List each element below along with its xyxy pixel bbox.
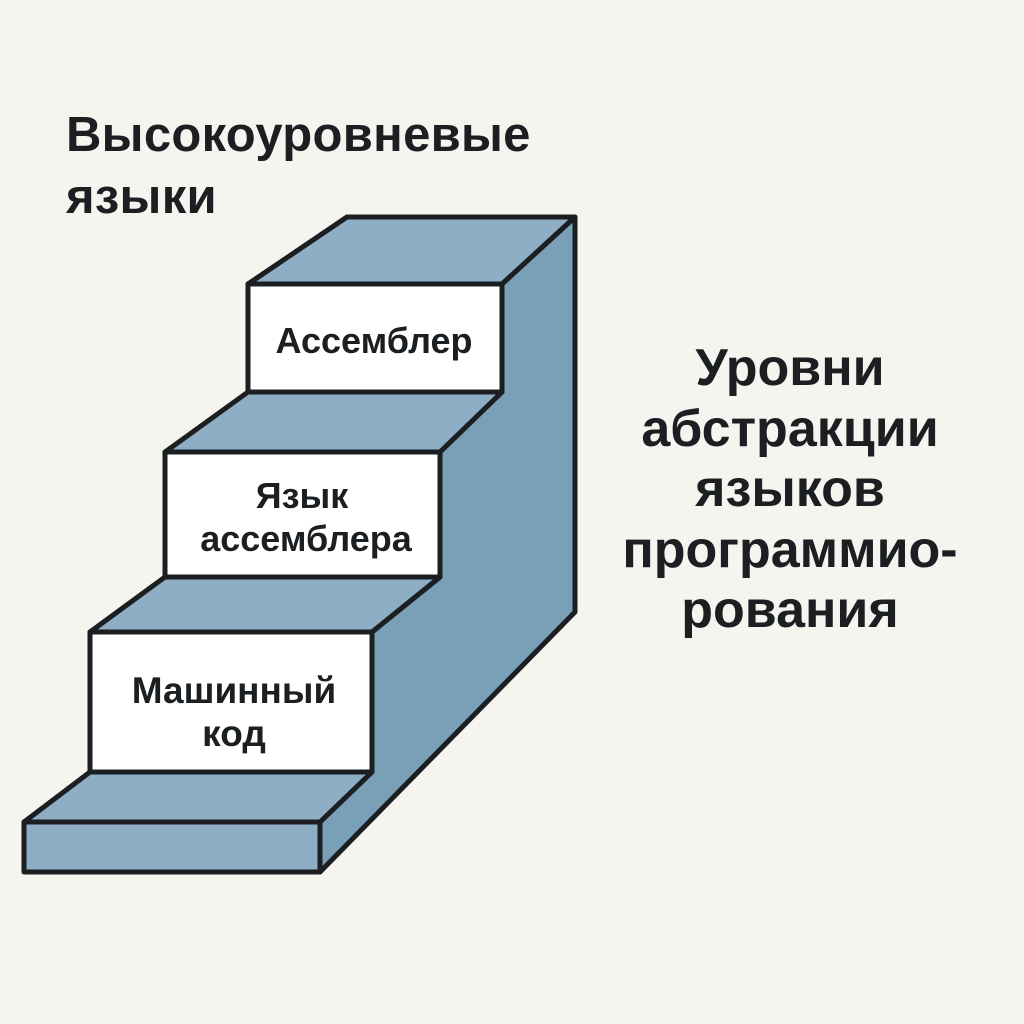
abstraction-title-line-5: рования <box>681 581 899 639</box>
abstraction-title-line-4: программио- <box>622 520 958 579</box>
step-machine-code-label-line-1: Машинный <box>132 670 336 711</box>
base-slab-front <box>21 819 323 875</box>
abstraction-title-line-2: абстракции <box>641 399 939 458</box>
step-machine-code-face <box>87 629 375 775</box>
base-slab-top <box>21 769 375 825</box>
step-machine-code-label-line-2: код <box>202 713 266 754</box>
step-assembler-face <box>245 281 505 395</box>
high-level-languages-line-1: Высокоуровневые <box>66 108 531 162</box>
abstraction-title-line-3: языков <box>695 460 885 518</box>
abstraction-levels-title: Уровни абстракции языков программио- ров… <box>580 338 1000 641</box>
high-level-languages-line-2: языки <box>66 170 217 224</box>
step-assembly-language-top <box>162 389 505 455</box>
step-assembler-label: Ассемблер <box>275 320 472 361</box>
high-level-languages-label: Высокоуровневые языки <box>66 104 626 228</box>
step-assembly-language-label-line-2: ассемблера <box>200 518 413 559</box>
abstraction-title-line-1: Уровни <box>695 339 885 397</box>
step-assembly-language-label-line-1: Язык <box>256 475 350 516</box>
step-assembly-language-face <box>162 449 443 580</box>
